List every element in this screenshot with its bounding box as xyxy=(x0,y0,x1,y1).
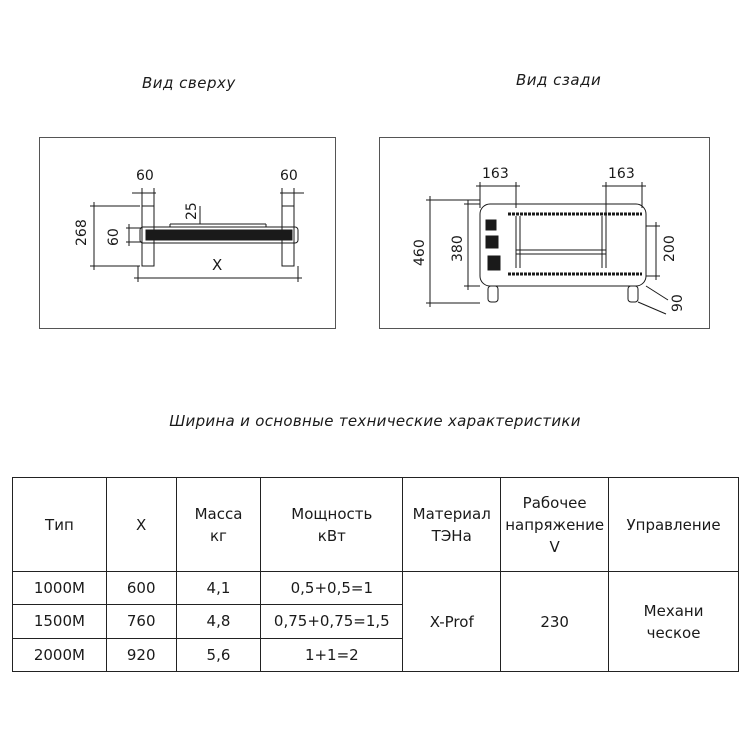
table-row: 1000M 600 4,1 0,5+0,5=1 X-Prof 230 Механ… xyxy=(12,570,739,672)
cell-control: Механи ческое xyxy=(608,571,739,672)
header-material: Материал ТЭНа xyxy=(402,477,502,572)
dim-mount-height: 380 xyxy=(450,235,466,262)
header-type: Тип xyxy=(12,477,107,572)
table-row: 2000M 920 5,6 1+1=2 xyxy=(12,637,739,673)
dim-right-leg: 60 xyxy=(280,168,298,184)
cell-power: 1+1=2 xyxy=(260,637,404,673)
cell-width: 920 xyxy=(105,637,177,673)
dim-left-leg: 60 xyxy=(136,168,154,184)
table-header-row: Тип Х Масса кг Мощность кВт Материал ТЭН… xyxy=(12,477,739,572)
back-view-drawing: 163 163 460 380 200 90 xyxy=(412,166,686,315)
back-view-frame: 163 163 460 380 200 90 xyxy=(379,137,710,329)
cell-power: 0,75+0,75=1,5 xyxy=(260,604,404,639)
cell-voltage: 230 xyxy=(500,571,610,672)
cell-mass: 4,1 xyxy=(175,570,262,606)
cell-type: 1500M xyxy=(12,604,107,639)
header-voltage: Рабочее напряжение V xyxy=(500,477,610,572)
dim-leg-height: 60 xyxy=(106,228,122,246)
dim-right-offset: 163 xyxy=(608,166,635,182)
dim-width-x: X xyxy=(212,256,222,274)
dim-foot: 90 xyxy=(670,294,686,312)
cell-mass: 4,8 xyxy=(175,604,262,639)
specs-table: Тип Х Масса кг Мощность кВт Материал ТЭН… xyxy=(12,477,739,673)
cell-width: 600 xyxy=(105,570,177,606)
back-view-title: Вид сзади xyxy=(516,71,602,89)
cell-material: X-Prof xyxy=(402,571,502,672)
header-power: Мощность кВт xyxy=(260,477,404,572)
specs-section-title: Ширина и основные технические характерис… xyxy=(169,412,581,430)
top-view-frame: 60 60 268 60 25 X xyxy=(39,137,336,329)
top-view-drawing: 60 60 268 60 25 X xyxy=(74,168,304,282)
dim-left-offset: 163 xyxy=(482,166,509,182)
cell-type: 1000M xyxy=(12,570,107,606)
dim-panel: 25 xyxy=(184,202,200,220)
dim-total-height: 460 xyxy=(412,239,428,266)
header-width: Х xyxy=(105,477,177,572)
top-view-title: Вид сверху xyxy=(142,74,236,92)
cell-width: 760 xyxy=(105,604,177,639)
dim-depth: 268 xyxy=(74,219,90,246)
header-mass: Масса кг xyxy=(175,477,262,572)
cell-power: 0,5+0,5=1 xyxy=(260,570,404,606)
cell-mass: 5,6 xyxy=(175,637,262,673)
header-control: Управление xyxy=(608,477,739,572)
dim-bracket: 200 xyxy=(662,235,678,262)
cell-type: 2000M xyxy=(12,637,107,673)
